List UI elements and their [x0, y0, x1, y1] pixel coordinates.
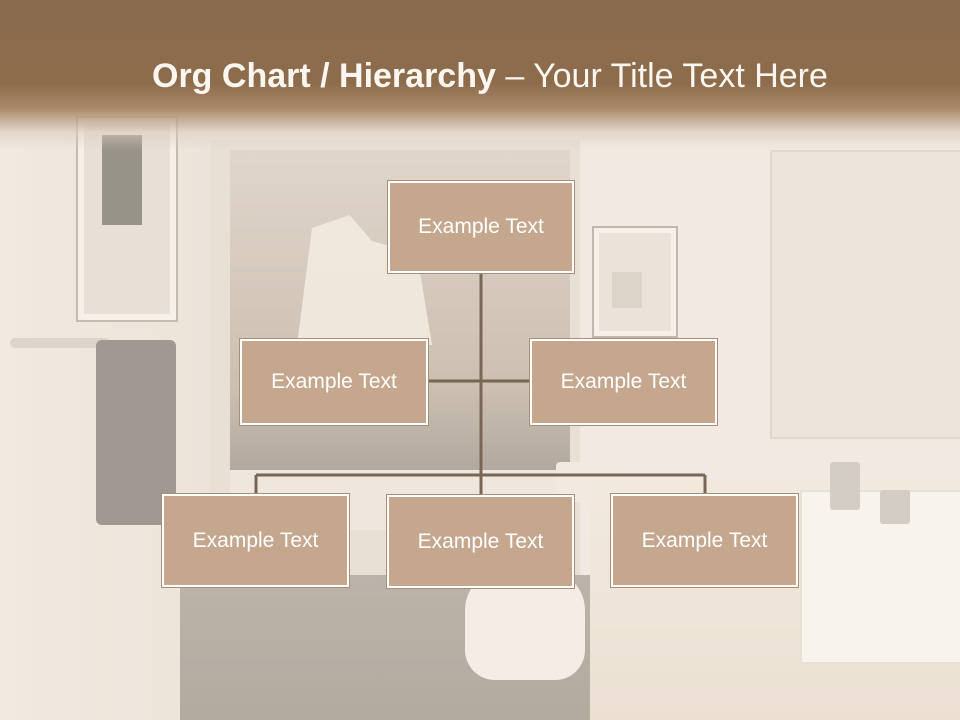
background-toilet [465, 570, 585, 680]
slide-title-rest: Your Title Text Here [533, 57, 828, 95]
org-node-top-label: Example Text [418, 215, 544, 238]
background-towel-bar [10, 338, 110, 348]
slide-title[interactable]: Org Chart / Hierarchy – Your Title Text … [152, 52, 828, 100]
background-picture-frame-right [592, 226, 678, 338]
background-picture-left-art [102, 135, 142, 225]
org-node-middle-left-label: Example Text [271, 370, 397, 393]
background-picture-frame-left [76, 116, 178, 322]
org-node-middle-right[interactable]: Example Text [530, 339, 717, 425]
org-node-bottom-center[interactable]: Example Text [387, 495, 574, 588]
slide-title-bold: Org Chart / Hierarchy [152, 57, 496, 95]
org-node-bottom-left-label: Example Text [192, 528, 319, 552]
title-band: Org Chart / Hierarchy – Your Title Text … [0, 0, 960, 150]
org-node-bottom-center-label: Example Text [417, 529, 544, 553]
org-node-middle-right-label: Example Text [560, 370, 687, 393]
background-faucet [830, 462, 860, 510]
org-node-bottom-right-label: Example Text [641, 528, 768, 552]
org-node-middle-left[interactable]: Example Text [240, 339, 428, 425]
org-node-bottom-left[interactable]: Example Text [162, 494, 349, 587]
org-node-top[interactable]: Example Text [388, 181, 574, 273]
background-picture-right-art [612, 272, 642, 308]
background-faucet-handle [880, 490, 910, 524]
background-mirror [770, 150, 960, 439]
slide-title-dash: – [495, 57, 534, 95]
org-node-bottom-right[interactable]: Example Text [611, 494, 798, 587]
